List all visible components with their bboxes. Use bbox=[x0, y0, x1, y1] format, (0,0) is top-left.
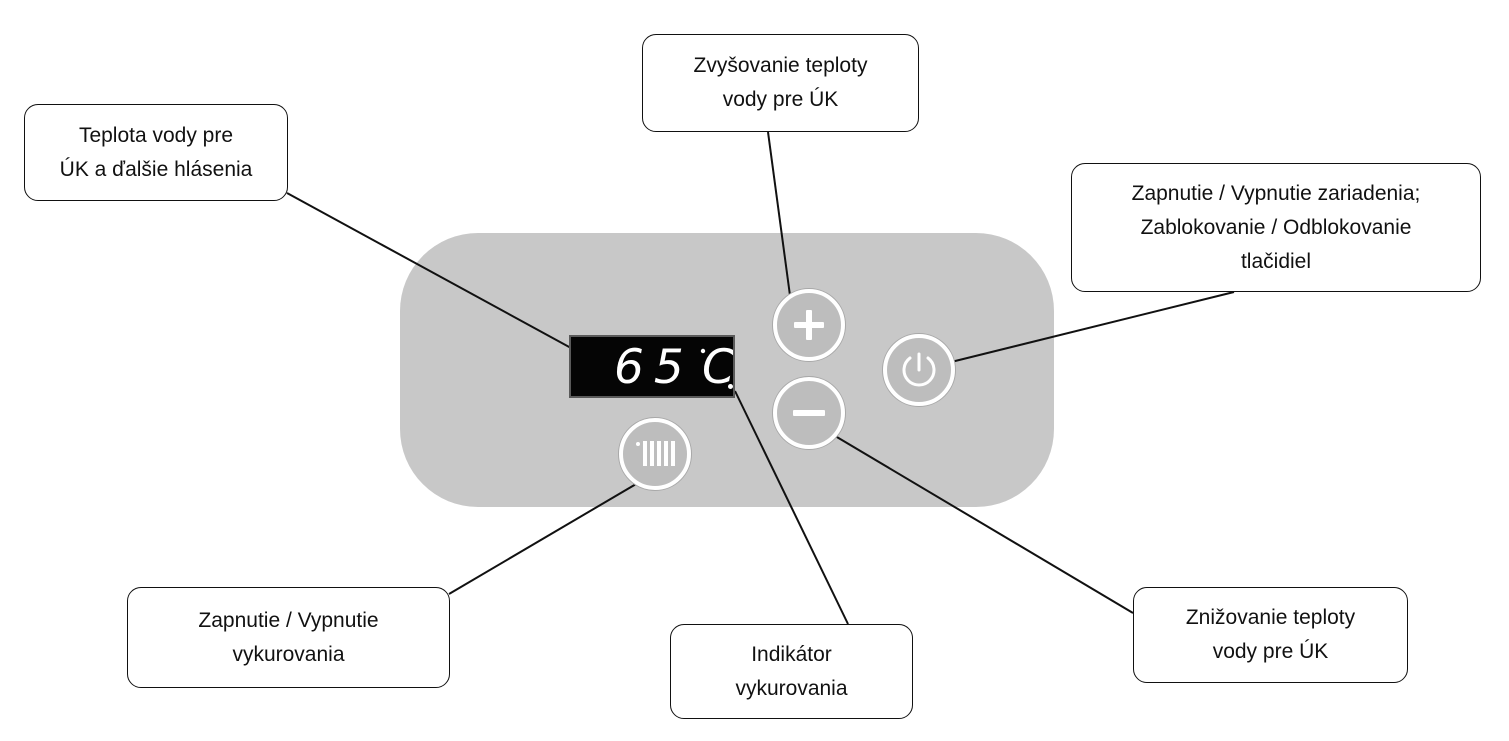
heating-toggle-callout: Zapnutie / Vypnutie vykurovania bbox=[127, 587, 450, 688]
heating-indicator-dot bbox=[728, 384, 733, 389]
decrease-callout: Znižovanie teploty vody pre ÚK bbox=[1133, 587, 1408, 683]
increase-callout: Zvyšovanie teploty vody pre ÚK bbox=[642, 34, 919, 132]
heating-toggle-callout-line-1: Zapnutie / Vypnutie bbox=[198, 608, 379, 632]
power-callout-line-3: tlačidiel bbox=[1240, 249, 1312, 273]
temperature-callout-text: Teplota vody pre ÚK a ďalšie hlásenia bbox=[60, 119, 253, 187]
power-callout-line-1: Zapnutie / Vypnutie zariadenia; bbox=[1131, 181, 1421, 205]
heating-toggle-button[interactable] bbox=[619, 418, 691, 490]
plus-icon bbox=[794, 310, 824, 340]
heating-indicator-callout-line-1: Indikátor bbox=[751, 642, 832, 666]
power-callout-text: Zapnutie / Vypnutie zariadenia; Zablokov… bbox=[1132, 177, 1421, 279]
display-unit: C bbox=[702, 340, 733, 395]
decrease-callout-text: Znižovanie teploty vody pre ÚK bbox=[1186, 601, 1355, 669]
power-callout-line-2: Zablokovanie / Odblokovanie bbox=[1140, 215, 1412, 239]
increase-callout-text: Zvyšovanie teploty vody pre ÚK bbox=[694, 49, 868, 117]
power-icon bbox=[902, 352, 936, 387]
degree-symbol bbox=[700, 348, 706, 354]
decrease-callout-line-1: Znižovanie teploty bbox=[1185, 606, 1356, 629]
temperature-display: 65 C bbox=[569, 335, 735, 398]
decrease-callout-line-2: vody pre ÚK bbox=[1212, 640, 1329, 663]
increase-callout-line-1: Zvyšovanie teploty bbox=[693, 54, 868, 77]
display-digits: 65 bbox=[614, 340, 694, 395]
minus-icon bbox=[793, 410, 825, 416]
temperature-display-readout: 65 C bbox=[614, 340, 733, 395]
temperature-callout-line-2: ÚK a ďalšie hlásenia bbox=[59, 157, 253, 181]
decrease-temperature-button[interactable] bbox=[773, 377, 845, 449]
heating-indicator-callout: Indikátor vykurovania bbox=[670, 624, 913, 719]
increase-temperature-button[interactable] bbox=[773, 289, 845, 361]
radiator-icon bbox=[636, 441, 675, 466]
heating-toggle-callout-text: Zapnutie / Vypnutie vykurovania bbox=[198, 604, 378, 672]
temperature-callout: Teplota vody pre ÚK a ďalšie hlásenia bbox=[24, 104, 288, 201]
power-callout: Zapnutie / Vypnutie zariadenia; Zablokov… bbox=[1071, 163, 1481, 292]
increase-callout-line-2: vody pre ÚK bbox=[722, 88, 839, 111]
heating-toggle-callout-line-2: vykurovania bbox=[232, 642, 345, 666]
heating-indicator-callout-text: Indikátor vykurovania bbox=[735, 638, 847, 706]
power-button[interactable] bbox=[883, 334, 955, 406]
heating-indicator-callout-line-2: vykurovania bbox=[735, 676, 848, 700]
temperature-callout-line-1: Teplota vody pre bbox=[78, 123, 234, 147]
